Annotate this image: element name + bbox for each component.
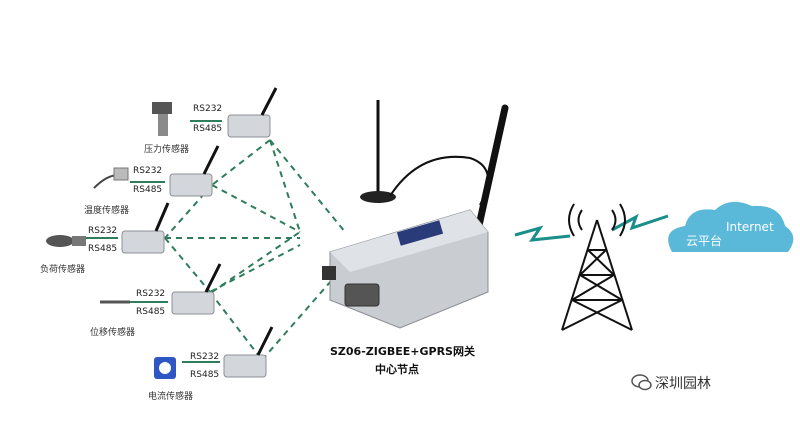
rs485-label: RS485: [133, 185, 163, 195]
link-line: [211, 139, 271, 186]
power-port-icon: [322, 266, 336, 280]
pressure-sensor-node: [152, 87, 278, 138]
rs232-label: RS232: [136, 289, 166, 299]
internet-label: Internet: [726, 220, 774, 234]
current-sensor-caption: 电流传感器: [148, 392, 194, 402]
link-line: [211, 184, 301, 233]
gateway-subtitle: 中心节点: [375, 363, 419, 376]
whip-antenna-icon: [474, 104, 509, 234]
displacement-sensor-caption: 位移传感器: [90, 328, 136, 338]
rf-module-icon: [171, 291, 215, 315]
rf-module-icon: [223, 354, 267, 378]
temperature-sensor-caption: 温度传感器: [84, 206, 130, 216]
link-line: [211, 231, 301, 293]
rs232-label: RS232: [193, 104, 223, 114]
rs232-label: RS232: [133, 166, 163, 176]
link-line: [269, 139, 346, 233]
serial-port-icon: [344, 283, 380, 307]
gateway-device: [322, 100, 509, 329]
load-sensor-caption: 负荷传感器: [40, 265, 86, 275]
pressure-sensor-caption: 压力传感器: [144, 145, 190, 155]
rs485-label: RS485: [88, 244, 118, 254]
displacement-sensor-node: [100, 263, 222, 315]
link-line: [209, 291, 263, 361]
rf-module-icon: [227, 114, 271, 138]
wechat-icon: [631, 374, 652, 391]
rs232-label: RS232: [190, 352, 220, 362]
rs232-label: RS232: [88, 226, 118, 236]
link-line: [164, 237, 211, 293]
watermark-text: 深圳园林: [655, 376, 711, 392]
pressure-sensor-icon: [152, 102, 172, 114]
wireless-signal-icon: [611, 213, 669, 232]
cloud-icon: [668, 201, 794, 252]
link-line: [269, 139, 301, 233]
current-sensor-node: [154, 326, 274, 379]
gateway-title: SZ06-ZIGBEE+GPRS网关: [330, 345, 475, 358]
rs485-label: RS485: [190, 370, 220, 380]
rf-module-icon: [169, 173, 213, 197]
cloud-platform-label: 云平台: [686, 234, 723, 248]
cell-tower-icon: [561, 203, 633, 331]
wireless-signal-icon: [514, 225, 571, 242]
rs485-label: RS485: [136, 307, 166, 317]
load-sensor-node: [46, 202, 170, 254]
gateway-label-plate: [396, 220, 444, 246]
rf-module-icon: [121, 230, 165, 254]
load-cell-icon: [46, 235, 74, 247]
rs485-label: RS485: [193, 124, 223, 134]
temperature-sensor-node: [93, 145, 220, 197]
